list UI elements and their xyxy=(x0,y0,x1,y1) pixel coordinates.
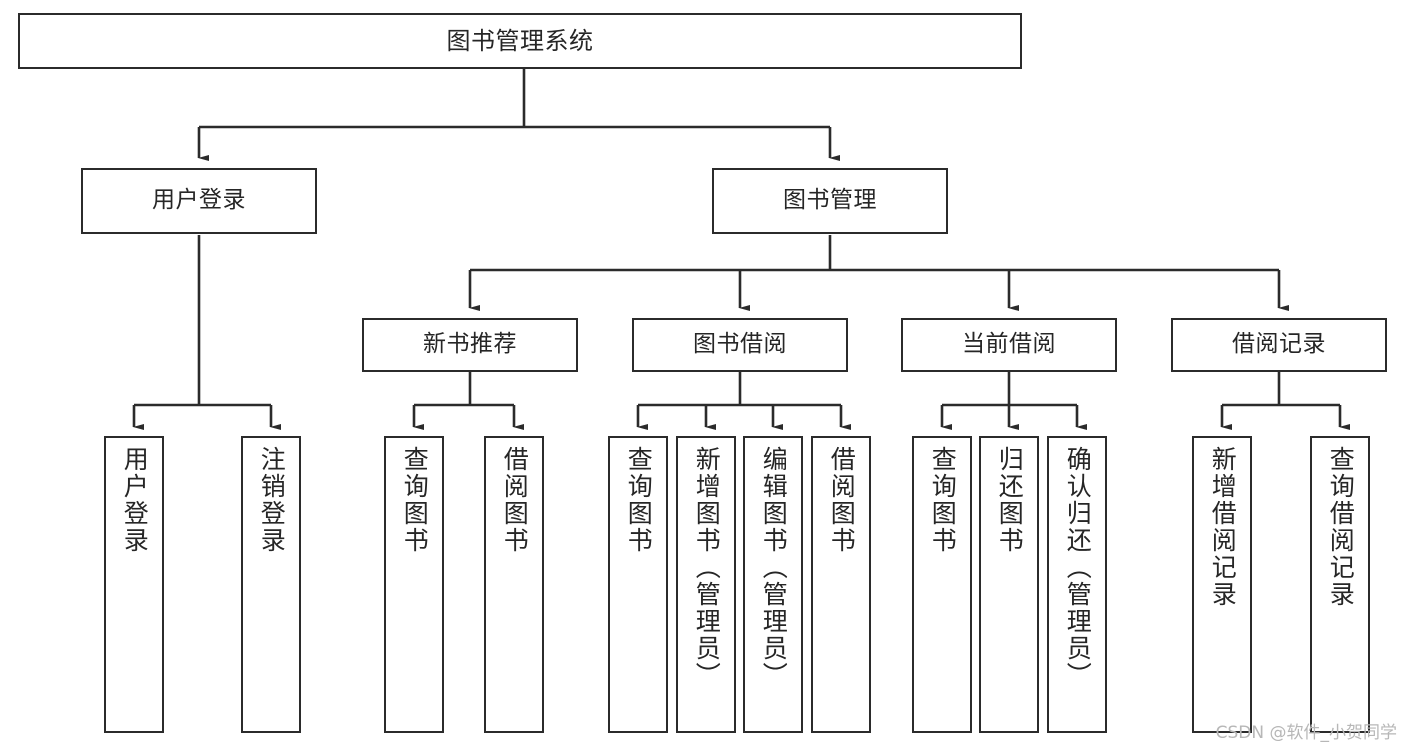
node-new-book-recommend[interactable]: 新书推荐 xyxy=(362,318,578,372)
node-label: 查询图书 xyxy=(928,446,958,554)
node-root-system[interactable]: 图书管理系统 xyxy=(18,13,1022,69)
leaf-current-borrow-return[interactable]: 归还图书 xyxy=(979,436,1039,733)
node-label: 图书管理系统 xyxy=(446,26,594,55)
node-label: 查询图书 xyxy=(624,446,654,554)
node-label: 借阅图书 xyxy=(827,446,857,554)
leaf-new-book-borrow[interactable]: 借阅图书 xyxy=(484,436,544,733)
leaf-book-borrow-edit[interactable]: 编辑图书（管理员） xyxy=(743,436,803,733)
leaf-new-book-query[interactable]: 查询图书 xyxy=(384,436,444,733)
node-label: 查询借阅记录 xyxy=(1326,446,1356,608)
node-label: 编辑图书（管理员） xyxy=(759,446,789,689)
node-label: 借阅记录 xyxy=(1232,331,1326,358)
leaf-book-borrow-query[interactable]: 查询图书 xyxy=(608,436,668,733)
node-label: 用户登录 xyxy=(120,446,150,554)
node-label: 新书推荐 xyxy=(423,331,517,358)
node-borrow-record[interactable]: 借阅记录 xyxy=(1171,318,1387,372)
leaf-borrow-record-add[interactable]: 新增借阅记录 xyxy=(1192,436,1252,733)
node-label: 用户登录 xyxy=(152,187,246,214)
node-book-management[interactable]: 图书管理 xyxy=(712,168,948,234)
node-label: 新增图书（管理员） xyxy=(692,446,722,689)
leaf-book-borrow-borrow[interactable]: 借阅图书 xyxy=(811,436,871,733)
node-current-borrow[interactable]: 当前借阅 xyxy=(901,318,1117,372)
node-label: 图书管理 xyxy=(783,187,877,214)
node-label: 查询图书 xyxy=(400,446,430,554)
node-label: 确认归还（管理员） xyxy=(1063,446,1093,689)
leaf-book-borrow-add[interactable]: 新增图书（管理员） xyxy=(676,436,736,733)
node-label: 注销登录 xyxy=(257,446,287,554)
leaf-current-borrow-confirm-return[interactable]: 确认归还（管理员） xyxy=(1047,436,1107,733)
node-label: 当前借阅 xyxy=(962,331,1056,358)
node-label: 图书借阅 xyxy=(693,331,787,358)
leaf-borrow-record-query[interactable]: 查询借阅记录 xyxy=(1310,436,1370,733)
leaf-current-borrow-query[interactable]: 查询图书 xyxy=(912,436,972,733)
leaf-user-login-logout[interactable]: 注销登录 xyxy=(241,436,301,733)
node-book-borrow[interactable]: 图书借阅 xyxy=(632,318,848,372)
node-label: 新增借阅记录 xyxy=(1208,446,1238,608)
leaf-user-login-login[interactable]: 用户登录 xyxy=(104,436,164,733)
node-label: 归还图书 xyxy=(995,446,1025,554)
node-user-login[interactable]: 用户登录 xyxy=(81,168,317,234)
node-label: 借阅图书 xyxy=(500,446,530,554)
